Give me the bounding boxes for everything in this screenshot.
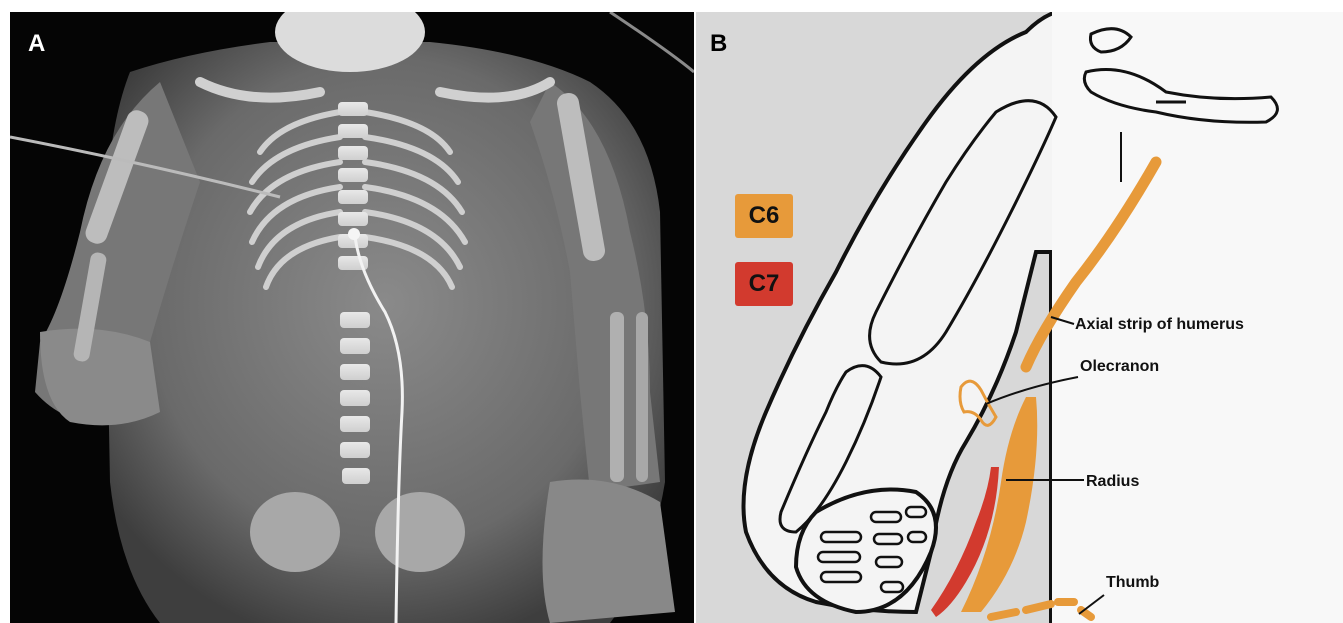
- panel-a-letter: A: [28, 30, 45, 58]
- legend-c7-label: C7: [749, 270, 780, 298]
- legend-c7: C7: [735, 262, 793, 306]
- arm-outline-diagram: [696, 12, 1343, 623]
- panel-b-letter: B: [710, 30, 727, 58]
- callout-radius: Radius: [1086, 473, 1139, 491]
- legend-c6-label: C6: [749, 202, 780, 230]
- radiograph-panel: A: [10, 12, 694, 623]
- callout-axial-strip: Axial strip of humerus: [1075, 316, 1244, 334]
- callout-thumb: Thumb: [1106, 574, 1159, 592]
- infant-radiograph-image: [10, 12, 694, 623]
- dermatome-diagram-panel: B C6 C7 Axial strip of humerus Olecranon…: [696, 12, 1343, 623]
- legend-c6: C6: [735, 194, 793, 238]
- callout-olecranon: Olecranon: [1080, 358, 1159, 376]
